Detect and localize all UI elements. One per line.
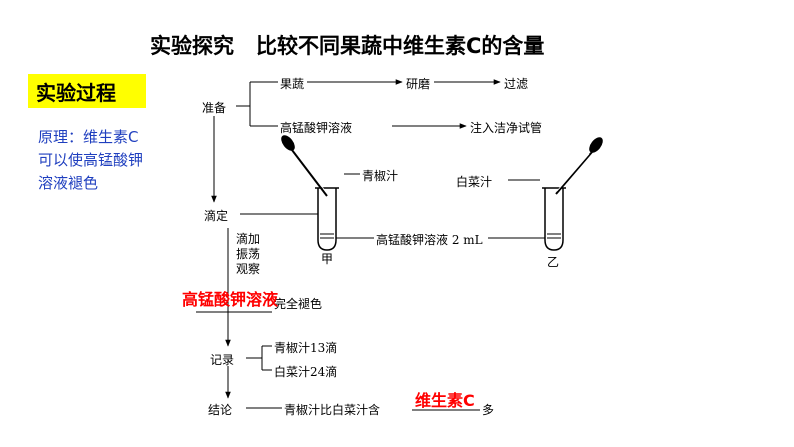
- label-into-tube: 注入洁净试管: [470, 121, 543, 135]
- principle-line3: 溶液褪色: [38, 174, 99, 192]
- test-tube-b: [542, 187, 566, 251]
- label-filter: 过滤: [504, 77, 529, 91]
- principle-line2: 可以使高锰酸钾: [38, 151, 144, 169]
- label-step-shake: 振荡: [236, 247, 261, 261]
- dropper-a: [281, 135, 328, 197]
- label-record-a: 青椒汁13滴: [274, 341, 338, 355]
- label-step-observe: 观察: [236, 262, 261, 276]
- label-titrate: 滴定: [204, 209, 229, 223]
- label-green-pepper: 青椒汁: [362, 169, 399, 183]
- dropper-b: [555, 137, 603, 195]
- label-fruit-veg: 果蔬: [280, 77, 305, 91]
- label-conclusion-text: 青椒汁比白菜汁含: [284, 403, 381, 417]
- page-title: 实验探究比较不同果蔬中维生素C的含量: [150, 30, 544, 60]
- label-prepare: 准备: [202, 101, 227, 115]
- label-record-b: 白菜汁24滴: [274, 365, 338, 379]
- answer-kmno4: 高锰酸钾溶液: [182, 290, 279, 309]
- label-more: 多: [482, 403, 495, 417]
- label-record: 记录: [210, 353, 235, 367]
- label-step-drip: 滴加: [236, 232, 261, 246]
- label-kmno4: 高锰酸钾溶液: [280, 121, 353, 135]
- label-cabbage: 白菜汁: [456, 175, 493, 189]
- answer-vitamin-c: 维生素C: [415, 391, 475, 410]
- label-conclusion: 结论: [208, 403, 233, 417]
- principle-line1: 原理：维生素C: [38, 128, 139, 146]
- label-tube-a: 甲: [321, 252, 334, 266]
- section-badge: 实验过程: [28, 74, 146, 108]
- label-tube-solution: 高锰酸钾溶液 2 mL: [376, 233, 483, 247]
- label-fade: 完全褪色: [274, 297, 323, 311]
- badge-label: 实验过程: [36, 81, 116, 105]
- label-tube-b: 乙: [547, 255, 560, 269]
- label-grind: 研磨: [406, 77, 431, 91]
- title-part2: 比较不同果蔬中维生素C的含量: [256, 34, 545, 58]
- test-tube-a: [315, 187, 339, 251]
- principle-text: 原理：维生素C 可以使高锰酸钾 溶液褪色: [38, 126, 188, 195]
- title-part1: 实验探究: [150, 34, 234, 58]
